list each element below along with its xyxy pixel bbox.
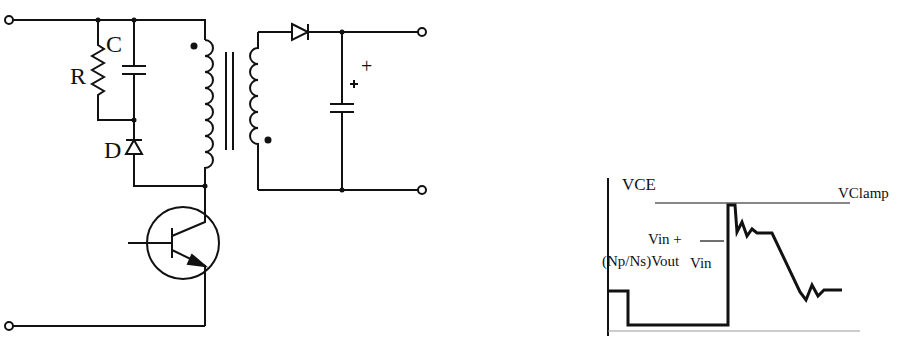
wire	[258, 189, 418, 191]
axis	[608, 331, 860, 332]
transistor-leads	[128, 205, 205, 326]
component-label: R	[70, 64, 86, 88]
resistor-symbol	[92, 20, 134, 120]
signal-label: Vin +	[648, 232, 682, 247]
secondary-winding	[250, 32, 258, 190]
emitter-arrow	[188, 255, 205, 266]
terminal	[418, 28, 426, 36]
output-diode	[258, 24, 418, 40]
signal-label: VCE	[622, 176, 656, 193]
component-label: C	[106, 32, 122, 56]
wire	[13, 325, 205, 327]
primary-winding	[205, 40, 213, 205]
diode-symbol	[126, 140, 205, 186]
terminal	[5, 322, 13, 330]
leader-line	[700, 240, 724, 241]
terminal	[5, 16, 13, 24]
capacitor-symbol	[122, 20, 146, 140]
transformer-core	[226, 52, 233, 150]
terminal	[418, 186, 426, 194]
signal-label: VClamp	[838, 186, 889, 201]
clamp-level	[655, 202, 850, 203]
output-capacitor	[330, 32, 358, 190]
component-label: D	[104, 138, 121, 162]
signal-label: Vin	[690, 256, 712, 271]
signal-label: (Np/Ns)Vout	[602, 254, 679, 269]
polarity-mark: +	[361, 56, 372, 76]
